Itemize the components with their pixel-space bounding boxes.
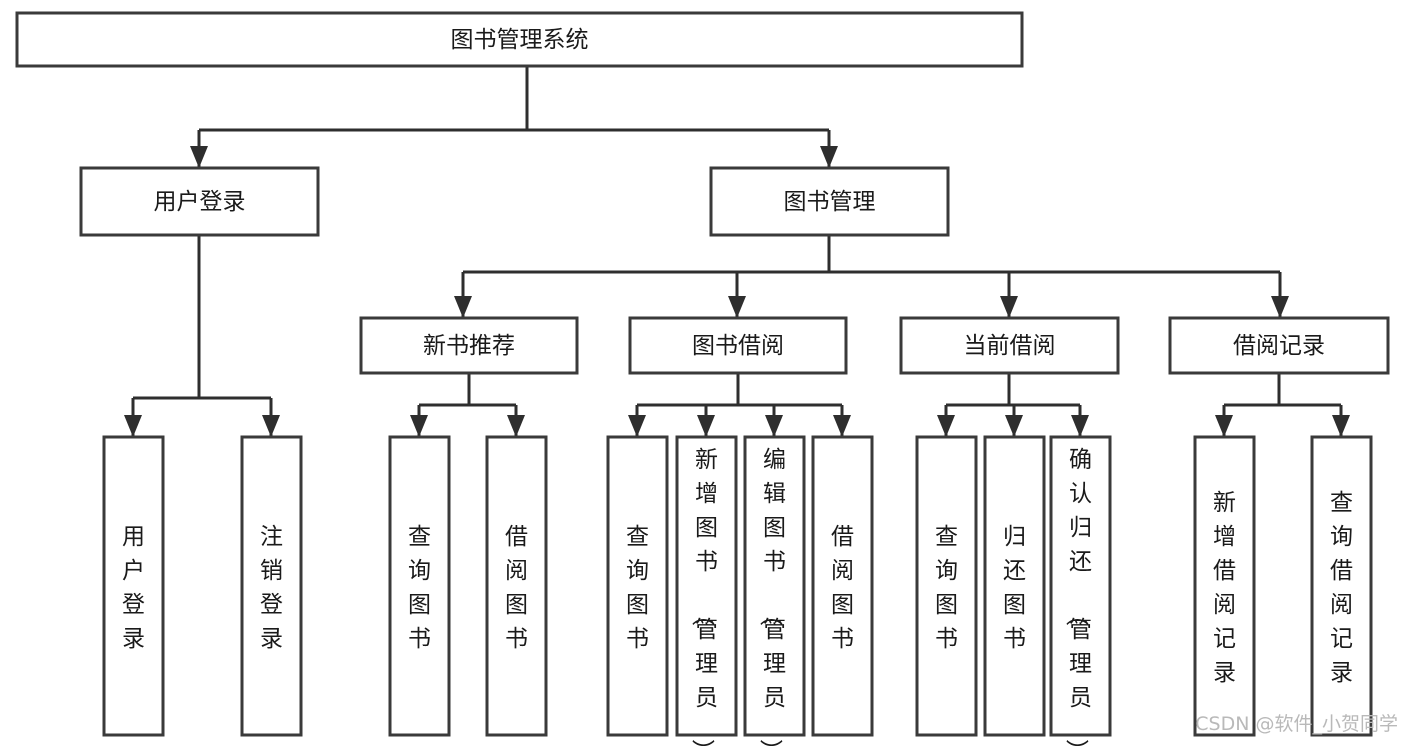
node-label-leaf-add-record: 新增借阅记录 <box>1213 490 1236 686</box>
node-box-leaf-query-book-1 <box>388 435 451 737</box>
node-box-new-book-recommend <box>359 316 579 375</box>
node-leaf-edit-book[interactable]: 编辑图书（管理员） <box>743 435 806 747</box>
root-to-level2-arrow-0 <box>190 146 208 168</box>
node-current-borrow[interactable]: 当前借阅 <box>899 316 1120 375</box>
node-leaf-add-book[interactable]: 新增图书（管理员） <box>675 435 738 747</box>
node-box-current-borrow <box>899 316 1120 375</box>
watermark-text: CSDN @软件_小贺同学 <box>1195 713 1398 735</box>
node-leaf-return-book[interactable]: 归还图书 <box>983 435 1046 737</box>
node-leaf-borrow-book-2[interactable]: 借阅图书 <box>811 435 874 737</box>
book-borrow-to-leaves-arrow-3 <box>833 415 851 437</box>
user-login-to-leaves-arrow-1 <box>262 415 280 437</box>
node-box-leaf-query-book-2 <box>606 435 669 737</box>
node-box-leaf-add-book <box>675 435 738 737</box>
node-box-leaf-return-book <box>983 435 1046 737</box>
borrow-record-to-leaves-arrow-0 <box>1215 415 1233 437</box>
node-box-leaf-query-book-3 <box>915 435 978 737</box>
level2-to-level3-arrow-1 <box>728 296 746 318</box>
node-box-leaf-user-logout <box>240 435 303 737</box>
node-user-login[interactable]: 用户登录 <box>79 166 320 237</box>
node-box-borrow-record <box>1168 316 1390 375</box>
node-label-borrow-record: 借阅记录 <box>1233 333 1325 359</box>
node-box-root <box>15 11 1024 68</box>
node-box-user-login <box>79 166 320 237</box>
node-root[interactable]: 图书管理系统 <box>15 11 1024 68</box>
node-leaf-user-logout[interactable]: 注销登录 <box>240 435 303 737</box>
node-new-book-recommend[interactable]: 新书推荐 <box>359 316 579 375</box>
node-box-leaf-query-record <box>1310 435 1373 737</box>
node-box-leaf-edit-book <box>743 435 806 737</box>
current-borrow-to-leaves-arrow-0 <box>937 415 955 437</box>
level2-to-level3-arrow-0 <box>454 296 472 318</box>
node-label-leaf-query-book-3: 查询图书 <box>935 524 958 652</box>
node-label-current-borrow: 当前借阅 <box>964 333 1056 359</box>
node-label-leaf-query-record: 查询借阅记录 <box>1330 490 1353 686</box>
root-to-level2-arrow-1 <box>820 146 838 168</box>
node-box-leaf-add-record <box>1193 435 1256 737</box>
node-label-leaf-add-book: 新增图书（管理员） <box>689 447 718 747</box>
node-box-leaf-confirm-return <box>1049 435 1112 737</box>
node-leaf-query-book-3[interactable]: 查询图书 <box>915 435 978 737</box>
node-leaf-query-book-2[interactable]: 查询图书 <box>606 435 669 737</box>
node-book-manage[interactable]: 图书管理 <box>709 166 950 237</box>
node-leaf-confirm-return[interactable]: 确认归还（管理员） <box>1049 435 1112 747</box>
node-label-leaf-confirm-return: 确认归还（管理员） <box>1063 447 1092 747</box>
node-label-leaf-edit-book: 编辑图书（管理员） <box>757 447 786 747</box>
node-label-leaf-user-logout: 注销登录 <box>260 524 283 652</box>
node-book-borrow[interactable]: 图书借阅 <box>628 316 848 375</box>
current-borrow-to-leaves-arrow-2 <box>1071 415 1089 437</box>
book-borrow-to-leaves-arrow-1 <box>697 415 715 437</box>
node-borrow-record[interactable]: 借阅记录 <box>1168 316 1390 375</box>
new-book-recommend-to-leaves-arrow-0 <box>410 415 428 437</box>
node-leaf-add-record[interactable]: 新增借阅记录 <box>1193 435 1256 737</box>
node-box-leaf-borrow-book-1 <box>485 435 548 737</box>
current-borrow-to-leaves-arrow-1 <box>1005 415 1023 437</box>
node-label-new-book-recommend: 新书推荐 <box>423 333 515 359</box>
node-label-leaf-return-book: 归还图书 <box>1003 524 1026 652</box>
node-box-book-manage <box>709 166 950 237</box>
node-label-leaf-query-book-2: 查询图书 <box>626 524 649 652</box>
node-label-leaf-borrow-book-2: 借阅图书 <box>831 524 854 652</box>
node-label-root: 图书管理系统 <box>451 27 589 53</box>
node-label-leaf-query-book-1: 查询图书 <box>408 524 431 652</box>
node-box-book-borrow <box>628 316 848 375</box>
user-login-to-leaves-arrow-0 <box>124 415 142 437</box>
book-borrow-to-leaves-arrow-0 <box>628 415 646 437</box>
node-label-leaf-user-login: 用户登录 <box>122 524 145 652</box>
node-leaf-query-record[interactable]: 查询借阅记录 <box>1310 435 1373 737</box>
node-label-book-manage: 图书管理 <box>784 189 876 215</box>
node-label-leaf-borrow-book-1: 借阅图书 <box>505 524 528 652</box>
borrow-record-to-leaves-arrow-1 <box>1332 415 1350 437</box>
level2-to-level3-arrow-2 <box>1000 296 1018 318</box>
node-leaf-user-login[interactable]: 用户登录 <box>102 435 165 737</box>
node-leaf-borrow-book-1[interactable]: 借阅图书 <box>485 435 548 737</box>
node-box-leaf-borrow-book-2 <box>811 435 874 737</box>
new-book-recommend-to-leaves-arrow-1 <box>507 415 525 437</box>
node-label-user-login: 用户登录 <box>154 189 246 215</box>
book-borrow-to-leaves-arrow-2 <box>765 415 783 437</box>
node-label-book-borrow: 图书借阅 <box>692 333 784 359</box>
level2-to-level3-arrow-3 <box>1271 296 1289 318</box>
node-box-leaf-user-login <box>102 435 165 737</box>
node-leaf-query-book-1[interactable]: 查询图书 <box>388 435 451 737</box>
